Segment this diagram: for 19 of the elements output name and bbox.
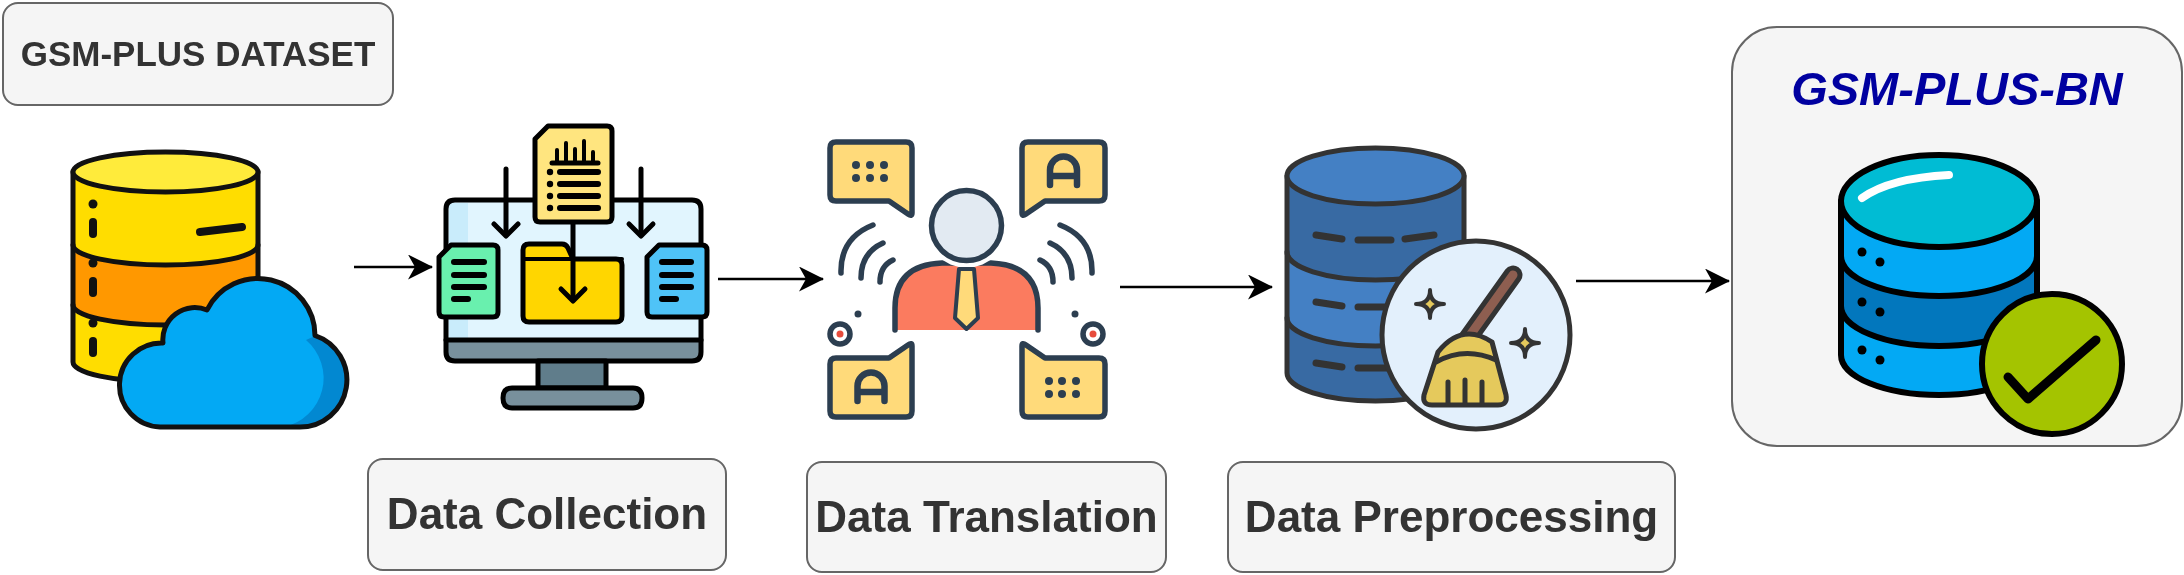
database-check-icon <box>1838 152 2125 437</box>
panel-title: GSM-PLUS-BN <box>1791 62 2123 117</box>
stage-label-box <box>367 458 727 571</box>
monitor-documents-icon <box>436 123 710 411</box>
arrow <box>718 266 824 292</box>
result-panel <box>1731 26 2183 447</box>
arrow <box>1576 268 1730 294</box>
arrow <box>1120 274 1273 300</box>
translator-person-icon <box>827 139 1108 420</box>
database-broom-icon <box>1284 145 1573 432</box>
stage-label: Data Preprocessing <box>1244 491 1659 543</box>
arrow <box>354 254 433 280</box>
dataset-label: GSM-PLUS DATASET <box>20 33 376 75</box>
stage-label-box <box>1227 461 1676 573</box>
stage-label: Data Translation <box>815 491 1158 543</box>
database-cloud-icon <box>70 149 350 430</box>
stage-label-box <box>806 461 1167 573</box>
dataset-label-box <box>2 2 394 106</box>
stage-label: Data Collection <box>386 489 708 540</box>
